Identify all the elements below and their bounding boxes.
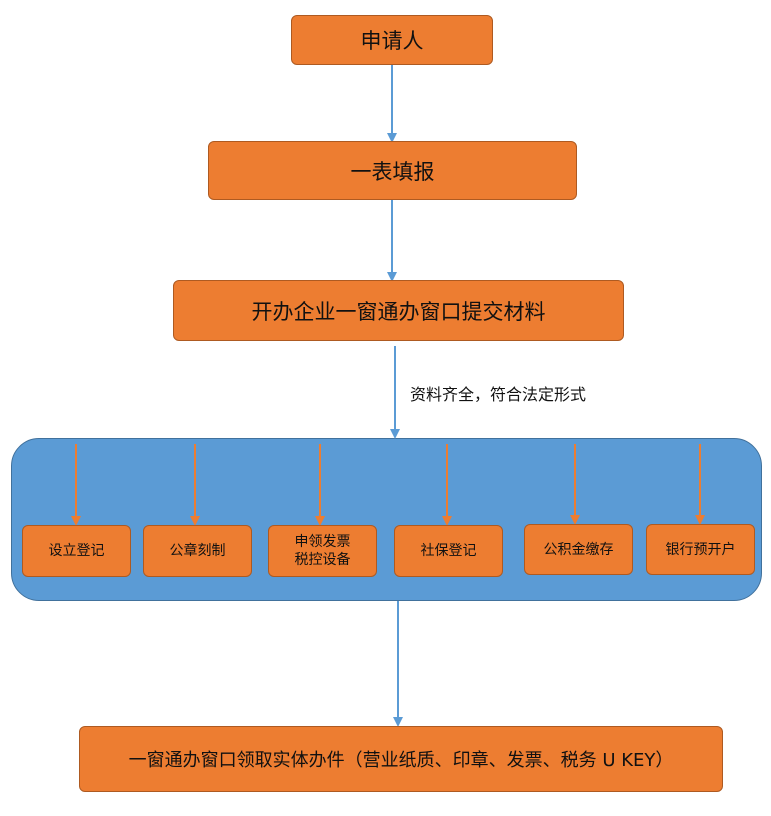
social-security-node: 社保登记 [394, 525, 503, 577]
fill-form-node: 一表填报 [208, 141, 577, 200]
condition-note: 资料齐全，符合法定形式 [410, 385, 587, 404]
parallel-process-container [11, 438, 762, 601]
submit-materials-label: 开办企业一窗通办窗口提交材料 [251, 299, 546, 324]
housing-fund-label: 公积金缴存 [543, 541, 614, 558]
bank-account-node: 银行预开户 [646, 524, 755, 575]
invoice-label-line2: 税控设备 [294, 552, 351, 568]
invoice-tax-device-node: 申领发票 税控设备 [268, 525, 377, 577]
establish-registration-node: 设立登记 [22, 525, 131, 577]
bank-account-label: 银行预开户 [665, 541, 736, 558]
applicant-node: 申请人 [291, 15, 493, 65]
fill-form-label: 一表填报 [350, 159, 435, 184]
social-security-label: 社保登记 [420, 543, 477, 559]
submit-materials-node: 开办企业一窗通办窗口提交材料 [173, 280, 624, 341]
housing-fund-node: 公积金缴存 [524, 524, 633, 575]
seal-engraving-label: 公章刻制 [169, 543, 226, 559]
applicant-label: 申请人 [360, 29, 424, 53]
collect-documents-label: 一窗通办窗口领取实体办件（营业纸质、印章、发票、税务 U KEY） [128, 750, 674, 771]
seal-engraving-node: 公章刻制 [143, 525, 252, 577]
establish-registration-label: 设立登记 [48, 543, 105, 559]
collect-documents-node: 一窗通办窗口领取实体办件（营业纸质、印章、发票、税务 U KEY） [79, 726, 723, 792]
invoice-label-line1: 申领发票 [294, 534, 351, 550]
